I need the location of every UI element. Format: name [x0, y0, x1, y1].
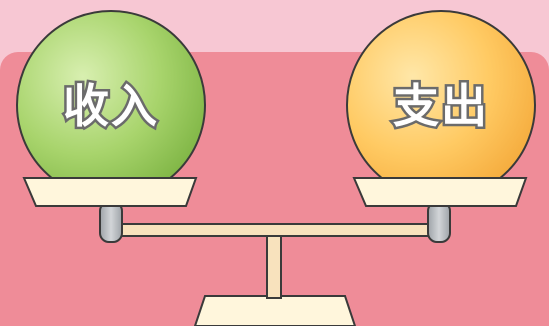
income-label: 收入	[63, 79, 159, 133]
left-scale-pan	[22, 177, 198, 207]
right-scale-pan	[352, 177, 528, 207]
scale-center-post	[266, 231, 282, 299]
left-pan-post	[99, 201, 123, 243]
income-ball: 收入	[16, 10, 206, 200]
scale-base	[193, 295, 357, 326]
scale-beam	[111, 223, 441, 237]
expense-ball: 支出	[346, 10, 536, 200]
expense-label: 支出	[393, 79, 489, 133]
right-pan-post	[427, 201, 451, 243]
